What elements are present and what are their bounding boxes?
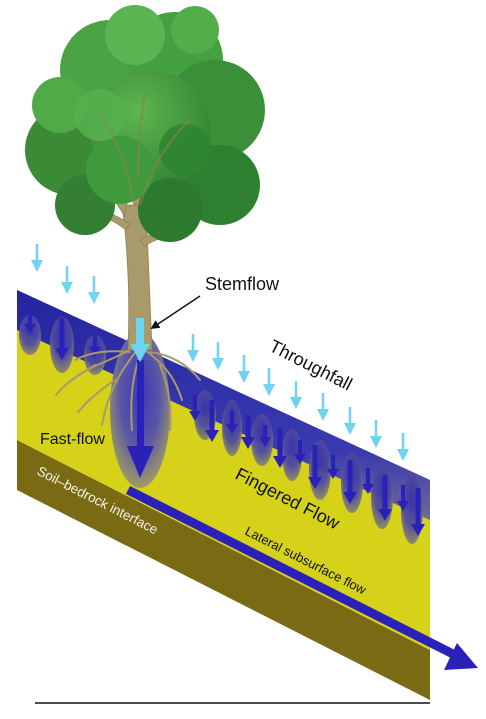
finger-arrow (327, 455, 339, 479)
rain-arrow (290, 381, 302, 409)
finger-arrow (343, 460, 357, 504)
rain-arrow (370, 420, 382, 448)
label-throughfall: Throughfall (266, 336, 355, 395)
rain-arrow (397, 433, 409, 461)
finger-arrow (294, 440, 306, 464)
finger-arrow (89, 335, 101, 357)
finger-arrow (397, 485, 409, 511)
finger-arrow (189, 395, 201, 421)
rain-arrow (31, 244, 43, 272)
rain-arrow (61, 266, 73, 294)
label-stemflow: Stemflow (205, 274, 280, 294)
finger-arrow (226, 410, 238, 434)
finger-arrow (308, 445, 322, 489)
rain-arrow (88, 276, 100, 304)
finger-arrow (241, 415, 255, 449)
finger-arrow (378, 475, 392, 521)
rain-arrow (344, 407, 356, 435)
tree-canopy (25, 5, 265, 242)
rain-arrow (263, 368, 275, 396)
bedrock-layer (17, 440, 430, 700)
finger-arrow (205, 400, 219, 442)
canopy-branches (99, 94, 191, 206)
fingered-flow-arrows (24, 310, 425, 536)
rain-arrow (317, 393, 329, 421)
throughfall-arrows (31, 244, 409, 461)
finger-arrow (55, 318, 69, 360)
stemflow-arrow (130, 318, 150, 362)
stemflow-pointer (150, 295, 201, 329)
label-fast-flow: Fast-flow (40, 431, 105, 448)
rain-arrow (238, 355, 250, 383)
finger-arrow (259, 425, 271, 447)
finger-arrow (411, 488, 425, 536)
fast-flow-arrow (127, 360, 154, 478)
lateral-flow-arrow (125, 485, 478, 670)
rain-arrow (187, 334, 199, 362)
rain-arrow (212, 342, 224, 370)
finger-arrow (24, 310, 36, 334)
finger-arrow (362, 468, 374, 494)
finger-arrow (273, 428, 287, 468)
